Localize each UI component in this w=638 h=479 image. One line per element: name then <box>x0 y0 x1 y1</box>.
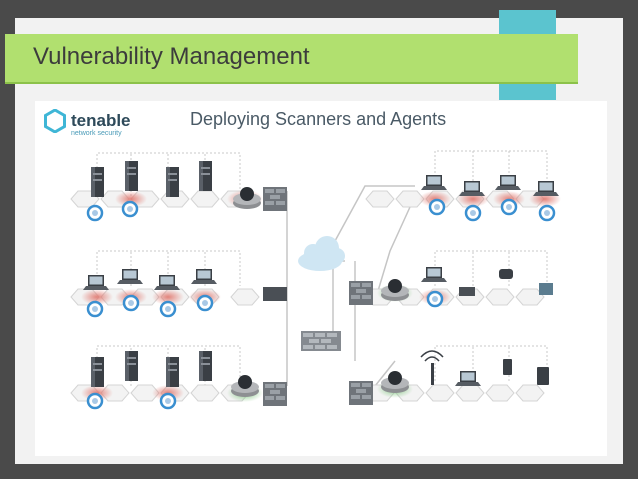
diagram-panel: tenable network security Deploying Scann… <box>35 101 607 456</box>
mobile-phone-icon <box>503 359 512 375</box>
tenable-logo-icon <box>44 108 66 134</box>
cloud-icon <box>298 236 345 271</box>
logo-brand: tenable <box>71 111 131 130</box>
logo-tagline: network security <box>71 130 122 137</box>
right-device-group <box>349 267 553 308</box>
left-server-group-2 <box>70 351 287 410</box>
machine-icon <box>539 283 553 295</box>
right-mobile-group <box>349 350 549 405</box>
title-banner: Vulnerability Management <box>5 34 578 84</box>
tenable-logo: tenable network security <box>43 108 131 138</box>
center-firewall-icon <box>301 331 341 351</box>
wifi-antenna-icon <box>420 350 444 385</box>
camera-icon <box>499 269 513 279</box>
phone-icon <box>459 287 475 296</box>
network-diagram <box>70 150 561 410</box>
switch-icon <box>263 287 287 301</box>
tablet-icon <box>537 367 549 385</box>
diagram-title: Deploying Scanners and Agents <box>190 109 447 129</box>
left-laptop-group <box>70 269 287 318</box>
slide-title: Vulnerability Management <box>33 43 310 70</box>
left-server-group-1 <box>70 161 287 222</box>
right-laptop-group <box>365 175 561 222</box>
